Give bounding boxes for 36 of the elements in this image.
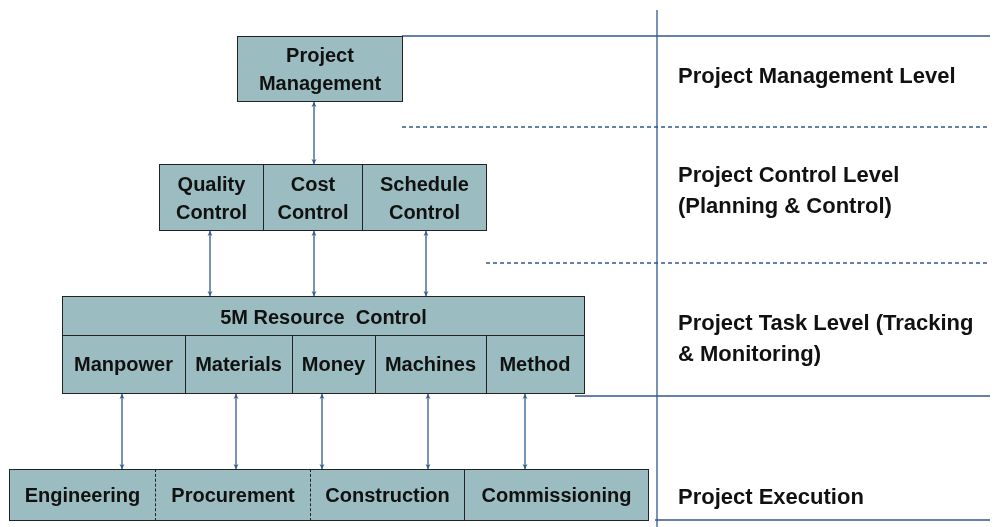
box-label: Project Management [257, 43, 383, 96]
process-box [62, 296, 585, 394]
box-label: Manpower [73, 352, 174, 377]
box-label: Construction [324, 483, 451, 508]
level-label: Project Management Level [678, 62, 957, 90]
box-label: Quality Control [174, 171, 249, 225]
box-label: Schedule Control [379, 171, 470, 225]
level-label: Project Execution [678, 483, 865, 511]
process-box [310, 469, 465, 521]
box-label: Money [300, 352, 367, 377]
box-label: 5M Resource Control [219, 305, 428, 330]
double-arrow [423, 230, 429, 297]
double-arrow [311, 101, 317, 165]
double-arrow [319, 393, 325, 470]
box-label: Commissioning [480, 483, 633, 508]
process-box [237, 36, 403, 102]
level-label: Project Control Level (Planning & Control) [678, 161, 901, 220]
double-arrow [522, 393, 528, 470]
box-label: Machines [383, 352, 478, 377]
double-arrow [425, 393, 431, 470]
process-box [362, 164, 487, 231]
box-label: Engineering [23, 483, 142, 508]
process-box [155, 469, 311, 521]
process-box [9, 469, 156, 521]
box-label: Cost Control [276, 171, 350, 225]
level-label: Project Task Level (Tracking & Monitoring) [678, 309, 975, 368]
double-arrow [119, 393, 125, 470]
box-label: Procurement [170, 483, 296, 508]
process-box [159, 164, 264, 231]
double-arrow [311, 230, 317, 297]
process-box [464, 469, 649, 521]
double-arrow [233, 393, 239, 470]
box-label: Method [498, 352, 572, 377]
double-arrow [207, 230, 213, 297]
box-label: Materials [194, 352, 283, 377]
process-box [263, 164, 363, 231]
